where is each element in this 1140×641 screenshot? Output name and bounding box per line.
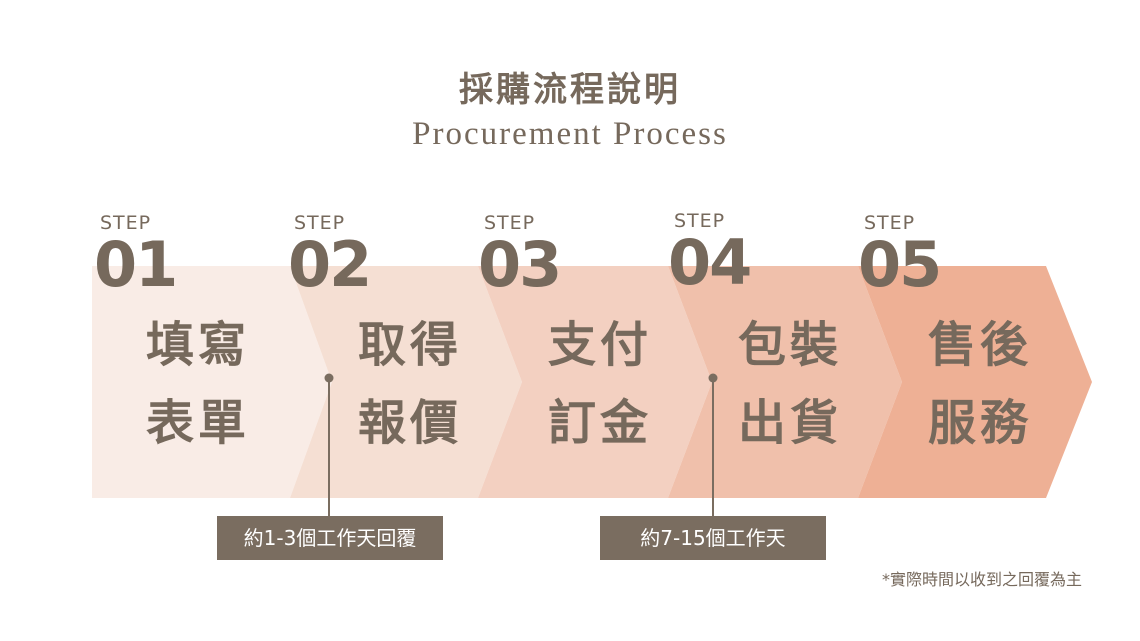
step-number-04: 04 xyxy=(668,226,752,299)
step-label-05: STEP xyxy=(864,212,916,234)
chevron-step-02 xyxy=(290,266,522,498)
step-title-02-line1: 取得 xyxy=(357,317,462,373)
chevron-step-03 xyxy=(478,266,712,498)
step-number-03: 03 xyxy=(478,228,562,301)
step-title-03-line2: 訂金 xyxy=(547,395,652,451)
step-title-04-line1: 包裝 xyxy=(737,317,842,373)
step-number-02: 02 xyxy=(288,228,372,301)
footnote: *實際時間以收到之回覆為主 xyxy=(881,570,1082,589)
chevron-step-05 xyxy=(858,266,1092,498)
step-title-04-line2: 出貨 xyxy=(737,395,842,451)
step-label-02: STEP xyxy=(294,212,346,234)
step-title-01-line1: 填寫 xyxy=(145,317,250,373)
step-label-01: STEP xyxy=(100,212,152,234)
connector-dot-2 xyxy=(708,373,718,383)
chevron-step-04 xyxy=(668,266,902,498)
step-title-05-line2: 服務 xyxy=(927,395,1032,451)
step-title-01-line2: 表單 xyxy=(145,395,250,451)
step-title-05-line1: 售後 xyxy=(927,317,1032,373)
step-title-02-line2: 報價 xyxy=(357,395,462,451)
step-label-04: STEP xyxy=(674,210,726,232)
page-subtitle: Procurement Process xyxy=(412,116,728,152)
step-number-05: 05 xyxy=(858,228,942,301)
step-title-03-line1: 支付 xyxy=(547,317,652,373)
page-title: 採購流程說明 xyxy=(459,70,681,110)
step-label-03: STEP xyxy=(484,212,536,234)
duration-note-quote: 約1-3個工作天回覆 xyxy=(217,516,443,560)
connector-dot-1 xyxy=(324,373,334,383)
chevron-step-01 xyxy=(92,266,332,498)
duration-note-shipping: 約7-15個工作天 xyxy=(600,516,826,560)
step-number-01: 01 xyxy=(94,228,178,301)
